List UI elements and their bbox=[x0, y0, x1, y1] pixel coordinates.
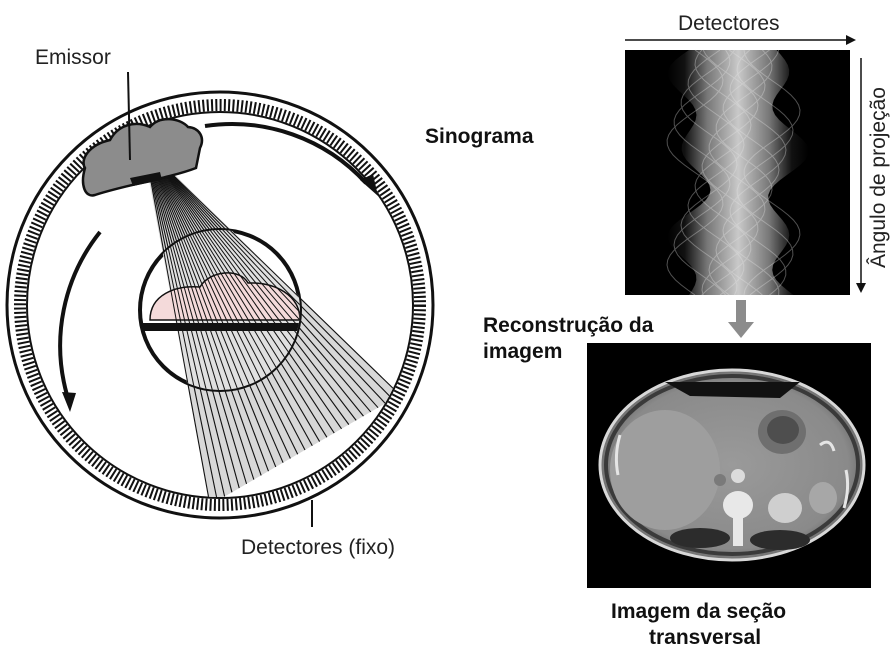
ct-cross-section-image bbox=[587, 343, 871, 588]
imagem-secao-label-line2: transversal bbox=[649, 626, 761, 650]
emissor-label: Emissor bbox=[35, 46, 111, 70]
process-arrow bbox=[728, 300, 754, 338]
arrow-head-left bbox=[62, 392, 76, 412]
sinograma-label: Sinograma bbox=[425, 125, 534, 149]
angulo-axis-label: Ângulo de projeção bbox=[867, 87, 891, 268]
detectores-axis-label: Detectores bbox=[678, 12, 780, 36]
reconstrucao-label-line1: Reconstrução da bbox=[483, 314, 653, 338]
sinogram-image bbox=[625, 50, 850, 295]
detectores-fixo-label: Detectores (fixo) bbox=[241, 536, 395, 560]
reconstrucao-label-line2: imagem bbox=[483, 340, 562, 364]
imagem-secao-label-line1: Imagem da seção bbox=[611, 600, 786, 624]
